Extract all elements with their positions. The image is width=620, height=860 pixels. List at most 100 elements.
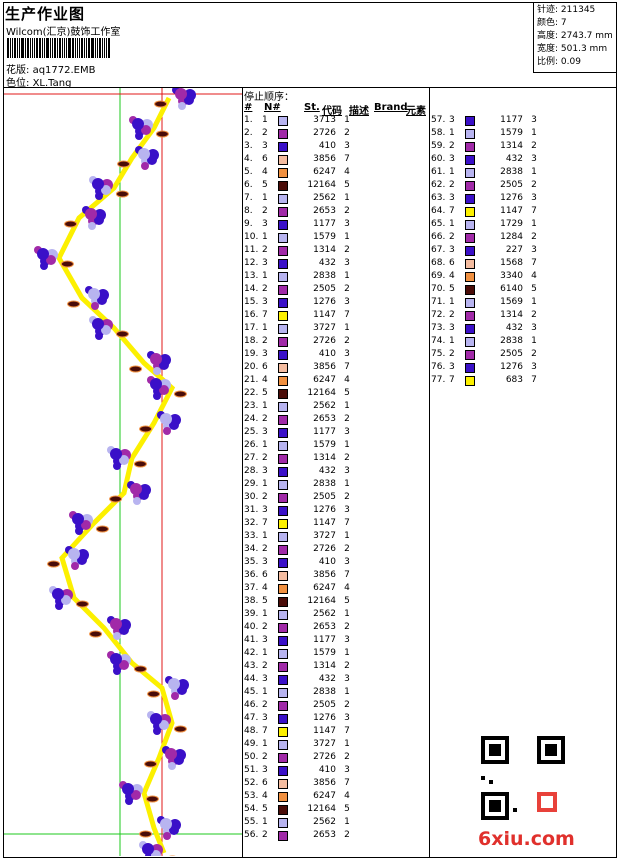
color-swatch (278, 324, 288, 334)
design-file-line: 花版: aq1772.EMB (6, 61, 95, 76)
flower-petal (132, 118, 144, 130)
row-stitches: 2653 (313, 414, 336, 424)
row-index: 53. (244, 791, 259, 801)
color-swatch (278, 402, 288, 412)
row-code: 2 (531, 232, 537, 242)
row-needle: 1 (262, 739, 268, 749)
flower-petal (153, 392, 161, 400)
row-stitches: 1177 (313, 635, 336, 645)
stat-value: 0.09 (560, 57, 581, 67)
barcode-bar (46, 38, 49, 58)
row-needle: 5 (262, 804, 268, 814)
row-index: 73. (431, 323, 446, 333)
row-needle: 2 (262, 661, 268, 671)
flower-petal (139, 490, 149, 500)
row-needle: 2 (449, 141, 455, 151)
color-swatch (465, 259, 475, 269)
color-swatch (278, 610, 288, 620)
row-needle: 1 (449, 297, 455, 307)
stat-colors: 颜色: 7 (537, 17, 617, 30)
row-index: 15. (244, 297, 259, 307)
flower-petal (184, 95, 194, 105)
row-stitches: 2653 (313, 206, 336, 216)
row-needle: 3 (262, 765, 268, 775)
color-swatch (465, 116, 475, 126)
row-stitches: 2562 (313, 817, 336, 827)
barcode-bar (42, 38, 43, 58)
row-code: 4 (344, 167, 350, 177)
color-swatch (278, 818, 288, 828)
color-swatch (465, 298, 475, 308)
row-index: 14. (244, 284, 259, 294)
col-brand: Brand (374, 102, 408, 113)
barcode-bar (34, 38, 35, 58)
row-needle: 4 (262, 375, 268, 385)
row-code: 2 (344, 453, 350, 463)
qr-module (489, 800, 501, 812)
row-needle: 4 (262, 583, 268, 593)
barcode-bar (62, 38, 63, 58)
row-code: 3 (531, 115, 537, 125)
row-needle: 6 (262, 570, 268, 580)
color-swatch (278, 168, 288, 178)
row-code: 5 (344, 596, 350, 606)
row-code: 1 (344, 817, 350, 827)
flower-petal (130, 483, 142, 495)
row-needle: 2 (262, 752, 268, 762)
color-swatch (465, 363, 475, 373)
row-needle: 1 (449, 219, 455, 229)
row-stitches: 6140 (500, 284, 523, 294)
row-stitches: 1579 (313, 232, 336, 242)
color-swatch (278, 142, 288, 152)
row-stitches: 410 (318, 557, 336, 567)
col-code: 代码 (322, 106, 342, 117)
flower-petal (150, 378, 162, 390)
row-stitches: 2838 (313, 479, 336, 489)
qr-module (513, 808, 517, 812)
row-code: 2 (344, 492, 350, 502)
row-code: 1 (531, 219, 537, 229)
row-code: 3 (344, 427, 350, 437)
barcode-bar (72, 38, 74, 58)
row-needle: 2 (262, 284, 268, 294)
flower-petal (163, 832, 171, 840)
color-swatch (278, 805, 288, 815)
row-code: 3 (531, 323, 537, 333)
flower-petal (125, 797, 133, 805)
row-index: 27. (244, 453, 259, 463)
row-stitches: 1147 (313, 310, 336, 320)
leaf (60, 260, 74, 268)
barcode-bar (97, 38, 98, 58)
row-index: 68. (431, 258, 446, 268)
row-stitches: 410 (318, 141, 336, 151)
row-stitches: 3856 (313, 570, 336, 580)
row-stitches: 1276 (500, 193, 523, 203)
row-index: 57. (431, 115, 446, 125)
row-needle: 6 (262, 778, 268, 788)
color-swatch (278, 792, 288, 802)
row-stitches: 2726 (313, 336, 336, 346)
flower-petal (174, 755, 184, 765)
leaf (139, 830, 153, 838)
row-needle: 7 (262, 310, 268, 320)
row-needle: 2 (262, 453, 268, 463)
row-stitches: 6247 (313, 583, 336, 593)
barcode-bar (39, 38, 41, 58)
row-index: 67. (431, 245, 446, 255)
